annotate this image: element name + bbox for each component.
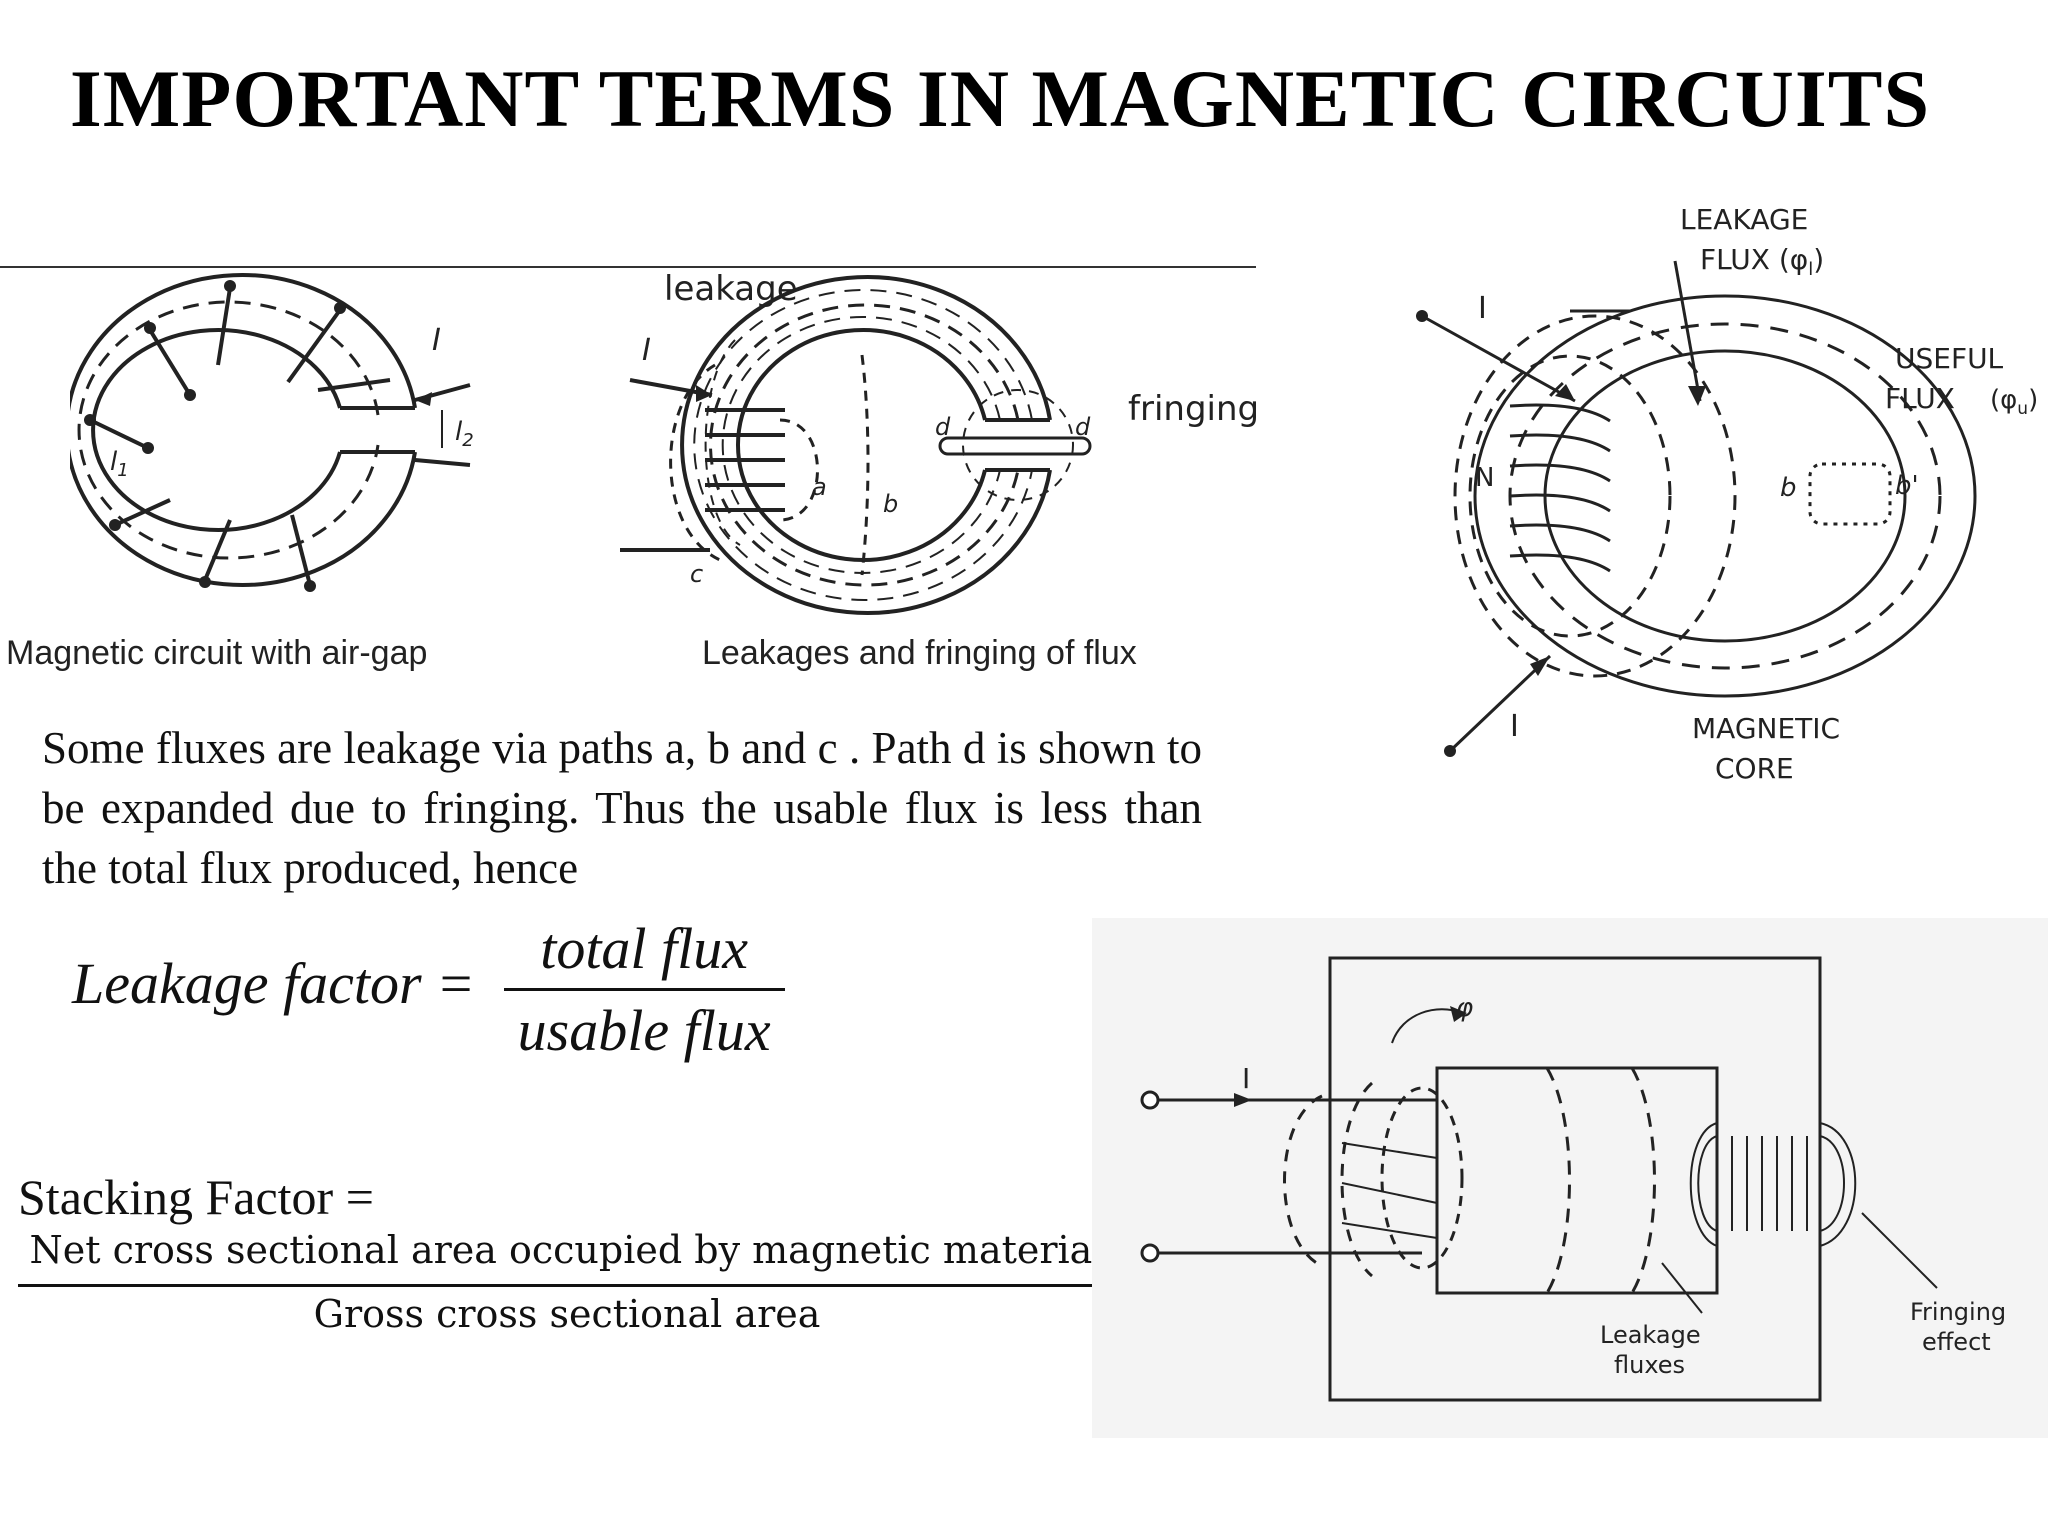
fig2-leakage-label: leakage (664, 270, 798, 309)
core-outer-ring (70, 273, 417, 587)
fig1-l1-label: l1 (110, 447, 129, 481)
fig4-phi-label: φ (1456, 993, 1473, 1023)
fig1-caption: Magnetic circuit with air-gap (6, 634, 428, 672)
fig2-path-d1-label: d (935, 413, 951, 441)
core-inner-ring (91, 328, 342, 532)
core-outer-ring (1473, 294, 1977, 698)
fig3-current-top-label: I (1478, 291, 1487, 326)
leakage-path-c (669, 363, 721, 562)
leakage-factor-equation: Leakage factor = total flux usable flux (72, 915, 785, 1064)
air-gap-bar (938, 436, 1092, 456)
fig2-path-a-label: a (812, 473, 827, 501)
fig1-l2-label: l2 (455, 417, 474, 451)
fig3-b-label: b (1780, 473, 1797, 503)
fig3-leakage-flux-line2: FLUX (φl) (1700, 243, 1824, 280)
figure-air-gap-toroid: I l1 l2 (70, 273, 474, 592)
figure4-background (1092, 918, 2048, 1438)
fig4-fringing-line1: Fringing (1910, 1298, 2006, 1326)
stacking-factor-denominator: Gross cross sectional area (313, 1292, 821, 1336)
fig4-fringing-line2: effect (1922, 1328, 1991, 1356)
leakage-factor-numerator: total flux (503, 915, 785, 991)
leakage-factor-fraction: total flux usable flux (503, 915, 785, 1064)
fig2-fringing-label: fringing (1128, 389, 1259, 429)
stacking-factor-numerator: Net cross sectional area occupied by mag… (18, 1228, 1116, 1287)
leakage-path-b (860, 354, 870, 576)
fig3-useful-flux-symbol: (φu) (1990, 385, 2038, 419)
fig2-path-c-label: c (690, 560, 703, 588)
fig3-core-line1: MAGNETIC (1692, 712, 1840, 745)
core-outer-ring (680, 275, 1052, 615)
fig3-core-line2: CORE (1715, 752, 1794, 785)
fig3-current-bottom-label: I (1510, 709, 1519, 744)
fig3-useful-flux-line2: FLUX (1885, 382, 1955, 415)
page-title: IMPORTANT TERMS IN MAGNETIC CIRCUITS (69, 53, 1931, 144)
fig4-leakage-line2: fluxes (1614, 1351, 1685, 1379)
fig3-leakage-flux-line1: LEAKAGE (1680, 203, 1808, 236)
fig3-b-prime-label: b' (1895, 471, 1919, 501)
fig3-n-label: N (1475, 463, 1494, 493)
leakage-paragraph: Some fluxes are leakage via paths a, b a… (42, 723, 1202, 893)
core-inner-ring (736, 328, 987, 562)
core-window (1435, 1066, 1719, 1295)
leakage-factor-lhs: Leakage factor = (72, 950, 476, 1016)
fig2-path-d2-label: d (1075, 413, 1091, 441)
air-gap-region (1697, 1136, 1837, 1231)
fig2-caption: Leakages and fringing of flux (702, 634, 1137, 672)
fig1-current-label: I (432, 323, 441, 358)
fringing-lines (1731, 1136, 1808, 1231)
fig2-current-label: I (642, 333, 651, 368)
fig2-path-b-label: b (883, 490, 898, 518)
leakage-factor-denominator: usable flux (517, 998, 771, 1063)
leakage-path-a (779, 418, 819, 522)
core-inner-ring (1543, 349, 1907, 643)
fig4-leakage-line1: Leakage (1600, 1321, 1701, 1349)
search-coil (1808, 462, 1892, 526)
figure-leakage-fringing: leakage fringing I a b c d d (620, 270, 1259, 615)
figure-core-fringing: φ I Leakage fluxes Fringing effect (1140, 956, 2006, 1402)
fig3-useful-flux-line1: USEFUL (1895, 342, 2004, 375)
figure-leakage-useful-flux: LEAKAGE FLUX (φl) USEFUL FLUX (φu) I I N… (1416, 203, 2038, 785)
fig4-current-label: I (1242, 1062, 1250, 1095)
top-divider (0, 266, 1256, 268)
stacking-factor-lhs: Stacking Factor = (18, 1169, 374, 1225)
